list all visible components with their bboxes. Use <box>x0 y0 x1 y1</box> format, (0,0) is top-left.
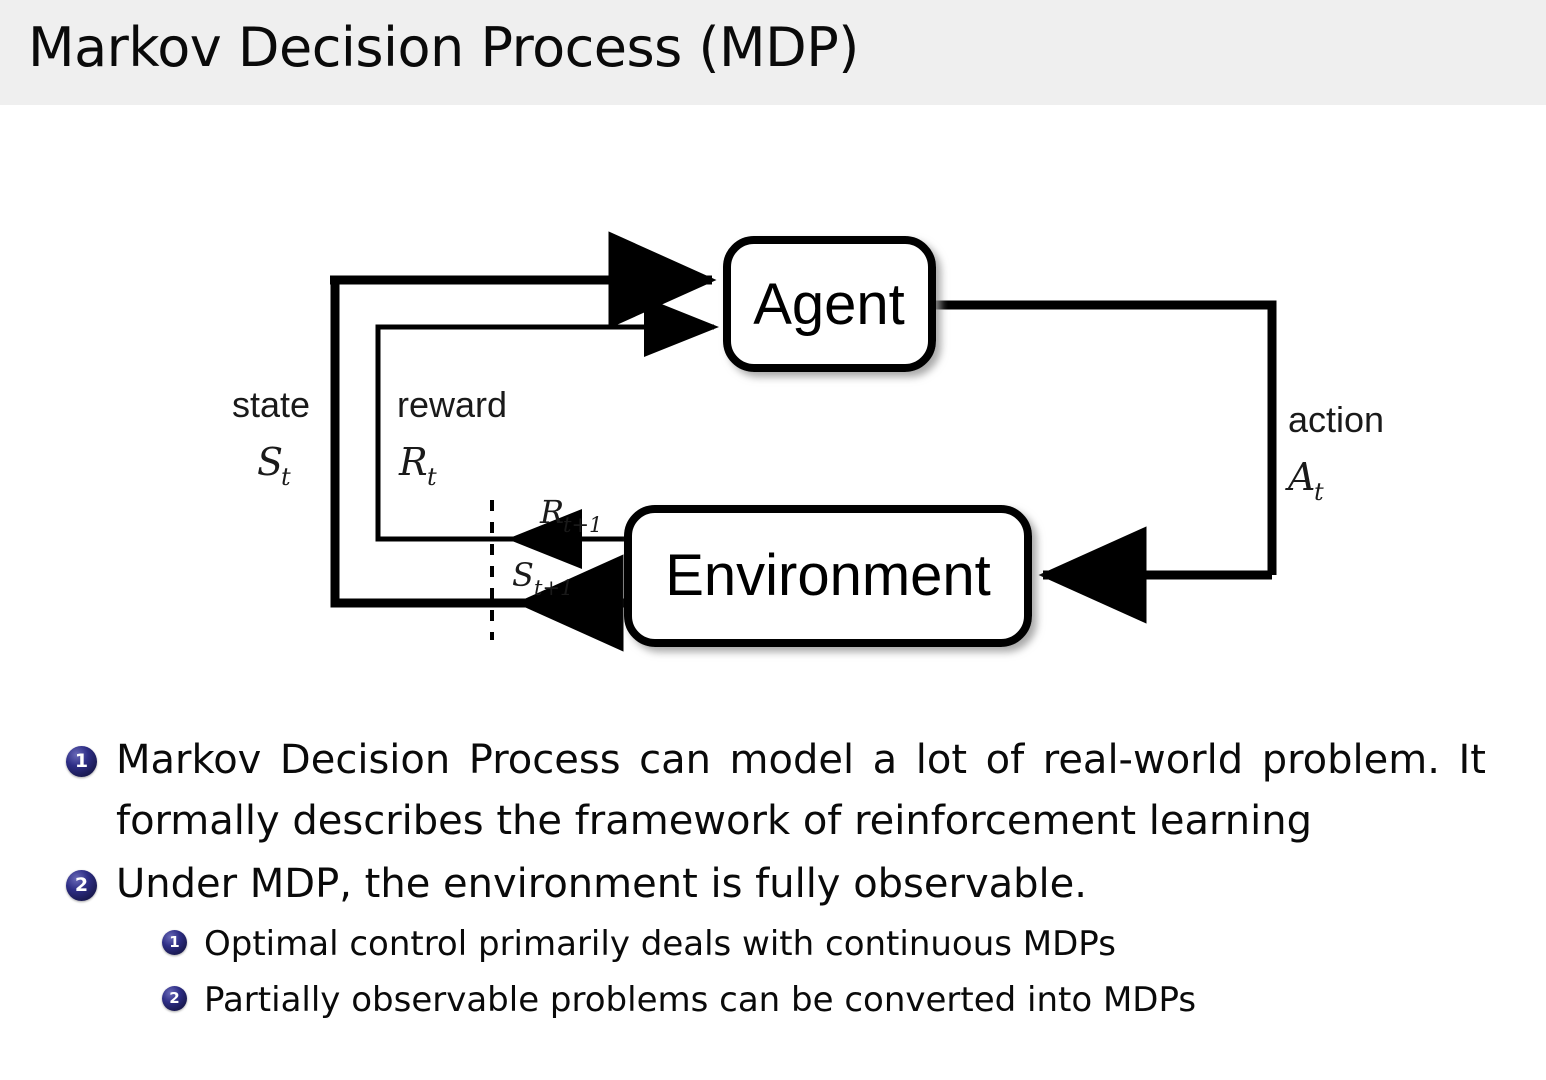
action-label-symbol-subscript: t <box>1314 478 1324 506</box>
list-item: 2 Under MDP, the environment is fully ob… <box>0 854 1546 915</box>
list-item: 1 Optimal control primarily deals with c… <box>0 917 1546 971</box>
reward-feedback-path <box>375 297 719 569</box>
action-label-group: action A t <box>1285 399 1384 506</box>
action-label-word: action <box>1288 399 1384 440</box>
state-label-symbol: S <box>257 440 283 484</box>
state-feedback-path <box>330 231 717 652</box>
next-reward-subscript: t+1 <box>563 513 602 537</box>
next-state-subscript: t+1 <box>534 576 573 600</box>
list-item: 1 Markov Decision Process can model a lo… <box>0 730 1546 852</box>
next-reward-label-group: R t+1 <box>539 493 602 537</box>
bullet-number-marker: 2 <box>162 986 187 1011</box>
action-path <box>932 300 1277 624</box>
bullet-text: Optimal control primarily deals with con… <box>204 924 1116 964</box>
slide-header-bar: Markov Decision Process (MDP) <box>0 0 1546 105</box>
state-label-word: state <box>232 384 310 425</box>
state-label-group: state S t <box>232 384 310 491</box>
bullet-list: 1 Markov Decision Process can model a lo… <box>0 730 1546 1029</box>
state-label-symbol-subscript: t <box>281 463 291 491</box>
environment-box-label: Environment <box>665 543 991 608</box>
bullet-text: Partially observable problems can be con… <box>204 980 1197 1020</box>
diagram-canvas: Agent Environment state S t reward R t a… <box>232 231 1384 652</box>
mdp-interaction-diagram: Agent Environment state S t reward R t a… <box>0 105 1546 705</box>
page-title: Markov Decision Process (MDP) <box>28 16 859 79</box>
bullet-number-marker: 1 <box>162 930 187 955</box>
bullet-number-marker: 2 <box>66 870 97 901</box>
bullet-number-marker: 1 <box>66 746 97 777</box>
environment-box-shape <box>624 505 1032 647</box>
agent-box-label: Agent <box>753 272 905 337</box>
next-state-symbol: S <box>512 556 534 594</box>
reward-label-word: reward <box>397 384 507 425</box>
bullet-text: Markov Decision Process can model a lot … <box>116 737 1486 844</box>
bullet-text: Under MDP, the environment is fully obse… <box>116 861 1087 907</box>
reward-label-symbol: R <box>398 440 428 484</box>
reward-label-group: reward R t <box>397 384 507 491</box>
action-label-symbol: A <box>1285 455 1315 499</box>
state-path-left-riser <box>330 280 530 608</box>
agent-box-shape <box>723 236 936 372</box>
action-path-right-riser <box>932 300 1277 575</box>
agent-box[interactable]: Agent <box>723 236 936 372</box>
next-state-label-group: S t+1 <box>512 556 573 600</box>
reward-label-symbol-subscript: t <box>427 463 437 491</box>
list-item: 2 Partially observable problems can be c… <box>0 973 1546 1027</box>
next-reward-symbol: R <box>539 493 564 531</box>
reward-path-left-riser <box>375 327 520 542</box>
environment-box[interactable]: Environment <box>624 505 1032 647</box>
